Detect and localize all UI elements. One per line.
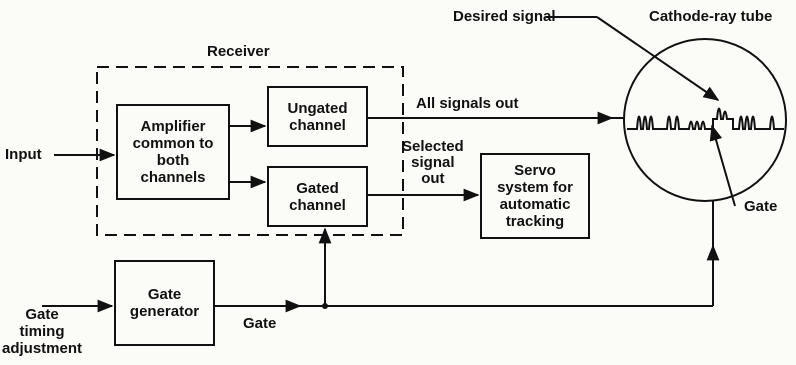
receiver-boundary <box>96 66 404 236</box>
gate-timing-adjustment-label: Gate timing adjustment <box>2 306 83 357</box>
gate-line-label: Gate <box>243 315 277 332</box>
gate-generator-block: Gate generator <box>114 260 215 346</box>
cathode-ray-tube-label: Cathode-ray tube <box>649 8 773 25</box>
desired-signal-arrow <box>596 16 720 101</box>
gate-generator-label: Gate generator <box>129 286 200 320</box>
crt-screen <box>623 38 787 202</box>
crt-trace <box>627 107 784 130</box>
input-label: Input <box>5 146 42 163</box>
selected-signal-out-label: Selected signal out <box>402 138 464 187</box>
crt-gate-label: Gate <box>744 198 778 215</box>
amplifier-label: Amplifier common to both channels <box>132 118 214 186</box>
servo-system-block: Servo system for automatic tracking <box>480 153 590 239</box>
amplifier-block: Amplifier common to both channels <box>116 104 230 200</box>
receiver-label: Receiver <box>207 43 270 60</box>
gated-channel-block: Gated channel <box>267 166 368 227</box>
crt-gate-pointer <box>709 124 736 207</box>
gated-channel-label: Gated channel <box>289 179 346 214</box>
desired-signal-label: Desired signal <box>453 8 556 25</box>
ungated-channel-label: Ungated channel <box>287 99 348 134</box>
ungated-channel-block: Ungated channel <box>267 86 368 147</box>
servo-system-label: Servo system for automatic tracking <box>497 162 573 230</box>
all-signals-out-label: All signals out <box>416 95 519 112</box>
